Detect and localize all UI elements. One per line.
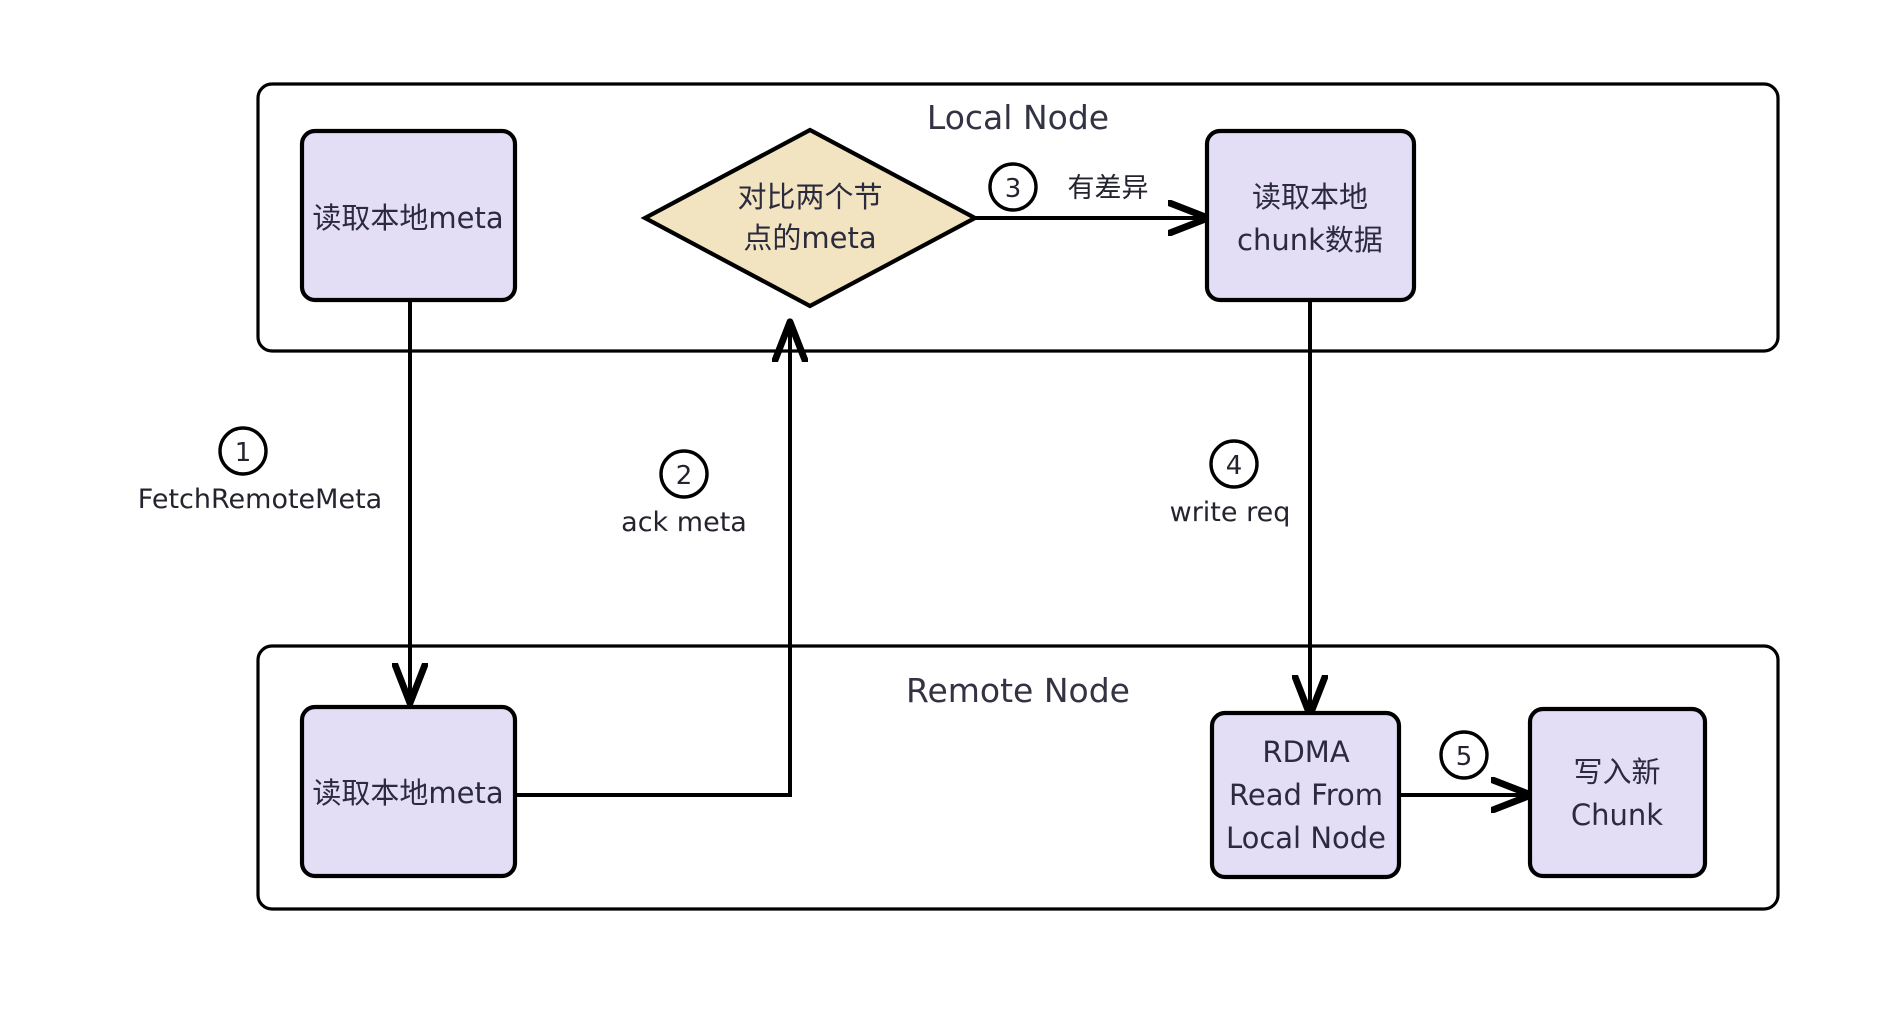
- node-local-read-meta[interactable]: 读取本地meta: [299, 128, 518, 303]
- edge-1-annotation: 1 FetchRemoteMeta: [138, 426, 382, 515]
- cluster-remote-node-title: Remote Node: [906, 671, 1130, 710]
- node-local-read-meta-box[interactable]: [299, 128, 518, 303]
- edge-1-label: FetchRemoteMeta: [138, 484, 382, 515]
- edge-2-label: ack meta: [621, 507, 747, 538]
- node-compare-meta[interactable]: 对比两个节 点的meta: [640, 127, 980, 309]
- edge-1-badge-number: 1: [235, 438, 252, 468]
- edge-4-badge-circle: [1209, 439, 1259, 489]
- edge-1-badge-circle: [218, 426, 268, 476]
- node-remote-read-meta[interactable]: 读取本地meta: [299, 704, 518, 879]
- node-local-read-chunk-label-line2: chunk数据: [1237, 223, 1383, 257]
- edge-3-label: 有差异: [1068, 173, 1149, 204]
- edge-5-badge-circle: [1439, 730, 1489, 780]
- node-write-chunk-box[interactable]: [1527, 706, 1708, 879]
- edge-4-badge-number: 4: [1226, 451, 1243, 481]
- node-rdma-read-box[interactable]: [1209, 710, 1402, 880]
- node-compare-meta-label-line2: 点的meta: [743, 221, 876, 255]
- edge-4-annotation: 4 write req: [1170, 439, 1291, 528]
- node-rdma-read[interactable]: RDMA Read From Local Node: [1209, 710, 1402, 880]
- node-rdma-read-label-line1: RDMA: [1262, 735, 1350, 769]
- edge-2-annotation: 2 ack meta: [621, 449, 747, 538]
- edge-4-label: write req: [1170, 497, 1291, 528]
- edge-2-badge-circle: [659, 449, 709, 499]
- edge-3-annotation: 3 有差异: [988, 162, 1149, 212]
- node-write-chunk-label-line1: 写入新: [1573, 755, 1660, 789]
- edge-3-badge-circle: [988, 162, 1038, 212]
- node-rdma-read-label-line3: Local Node: [1226, 821, 1386, 855]
- node-compare-meta-label-line1: 对比两个节: [737, 180, 882, 214]
- edge-3-badge-number: 3: [1005, 174, 1022, 204]
- node-remote-read-meta-label: 读取本地meta: [312, 776, 503, 810]
- node-local-read-meta-label: 读取本地meta: [312, 201, 503, 235]
- edge-2-badge-number: 2: [676, 461, 693, 491]
- node-local-read-chunk-label-line1: 读取本地: [1252, 180, 1368, 214]
- node-local-read-chunk[interactable]: 读取本地 chunk数据: [1204, 128, 1417, 303]
- edge-2-ack-meta: [517, 325, 790, 797]
- node-rdma-read-label-line2: Read From: [1229, 778, 1383, 812]
- node-write-chunk[interactable]: 写入新 Chunk: [1527, 706, 1708, 879]
- cluster-local-node-title: Local Node: [927, 98, 1109, 137]
- node-write-chunk-label-line2: Chunk: [1571, 798, 1663, 832]
- node-compare-meta-diamond[interactable]: [640, 127, 980, 309]
- edge-5-badge-number: 5: [1456, 742, 1473, 772]
- edge-5-annotation: 5: [1439, 730, 1489, 780]
- node-local-read-chunk-box[interactable]: [1204, 128, 1417, 303]
- node-remote-read-meta-box[interactable]: [299, 704, 518, 879]
